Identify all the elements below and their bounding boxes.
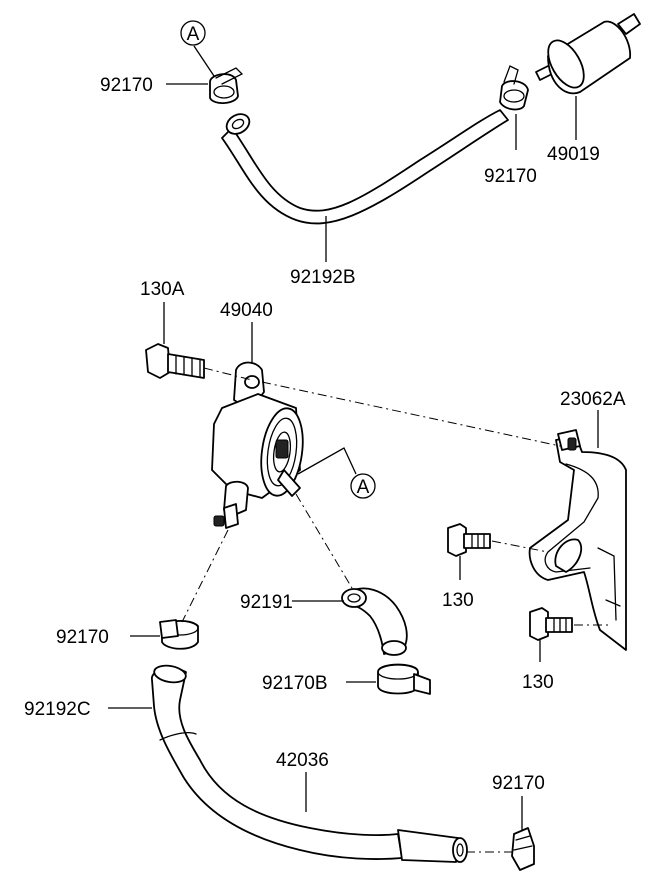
label-hose-bottom: 42036 xyxy=(276,750,329,771)
bolt-130a xyxy=(145,343,205,379)
label-fuel-pump: 49040 xyxy=(220,300,273,321)
clamp-92170-top-left xyxy=(209,67,244,104)
label-clamp-elbow: 92170B xyxy=(262,673,328,694)
ref-a-top-label: A xyxy=(187,24,200,45)
label-clamp-filter: 92170 xyxy=(484,166,537,187)
label-hose-upper: 92192B xyxy=(290,267,356,288)
label-elbow-hose: 92191 xyxy=(240,592,293,613)
label-clamp-bottom-right: 92170 xyxy=(492,773,545,794)
label-hose-lower-left: 92192C xyxy=(24,699,91,720)
hose-92192b xyxy=(221,109,509,225)
clamp-92170-filter xyxy=(499,65,529,111)
ref-a-pump-label: A xyxy=(357,477,370,498)
label-bracket: 23062A xyxy=(560,389,626,410)
alignment-lines xyxy=(181,367,612,853)
bolt-130-upper xyxy=(447,523,491,557)
label-clamp-left-mid: 92170 xyxy=(56,627,109,648)
elbow-hose-92191 xyxy=(341,587,408,656)
hose-92192c-42036 xyxy=(151,664,468,863)
label-fuel-filter: 49019 xyxy=(547,144,600,165)
fuel-filter-49019 xyxy=(535,13,641,95)
leader-lines xyxy=(108,45,599,830)
bracket-23062a xyxy=(528,429,627,651)
ref-circle-a-pump: A xyxy=(350,473,376,499)
clamp-92170-left-mid xyxy=(159,619,199,650)
label-bolt-pump: 130A xyxy=(140,279,185,300)
fuel-pump-49040 xyxy=(211,361,304,529)
label-clamp-top-left: 92170 xyxy=(100,75,153,96)
clamp-92170b xyxy=(377,663,431,695)
label-bolt-bracket-upper: 130 xyxy=(442,590,474,611)
clamp-92170-bottom-right xyxy=(511,827,535,871)
ref-circle-a-top: A xyxy=(180,20,206,46)
bolt-130-lower xyxy=(529,607,573,641)
label-bolt-bracket-lower: 130 xyxy=(522,672,554,693)
